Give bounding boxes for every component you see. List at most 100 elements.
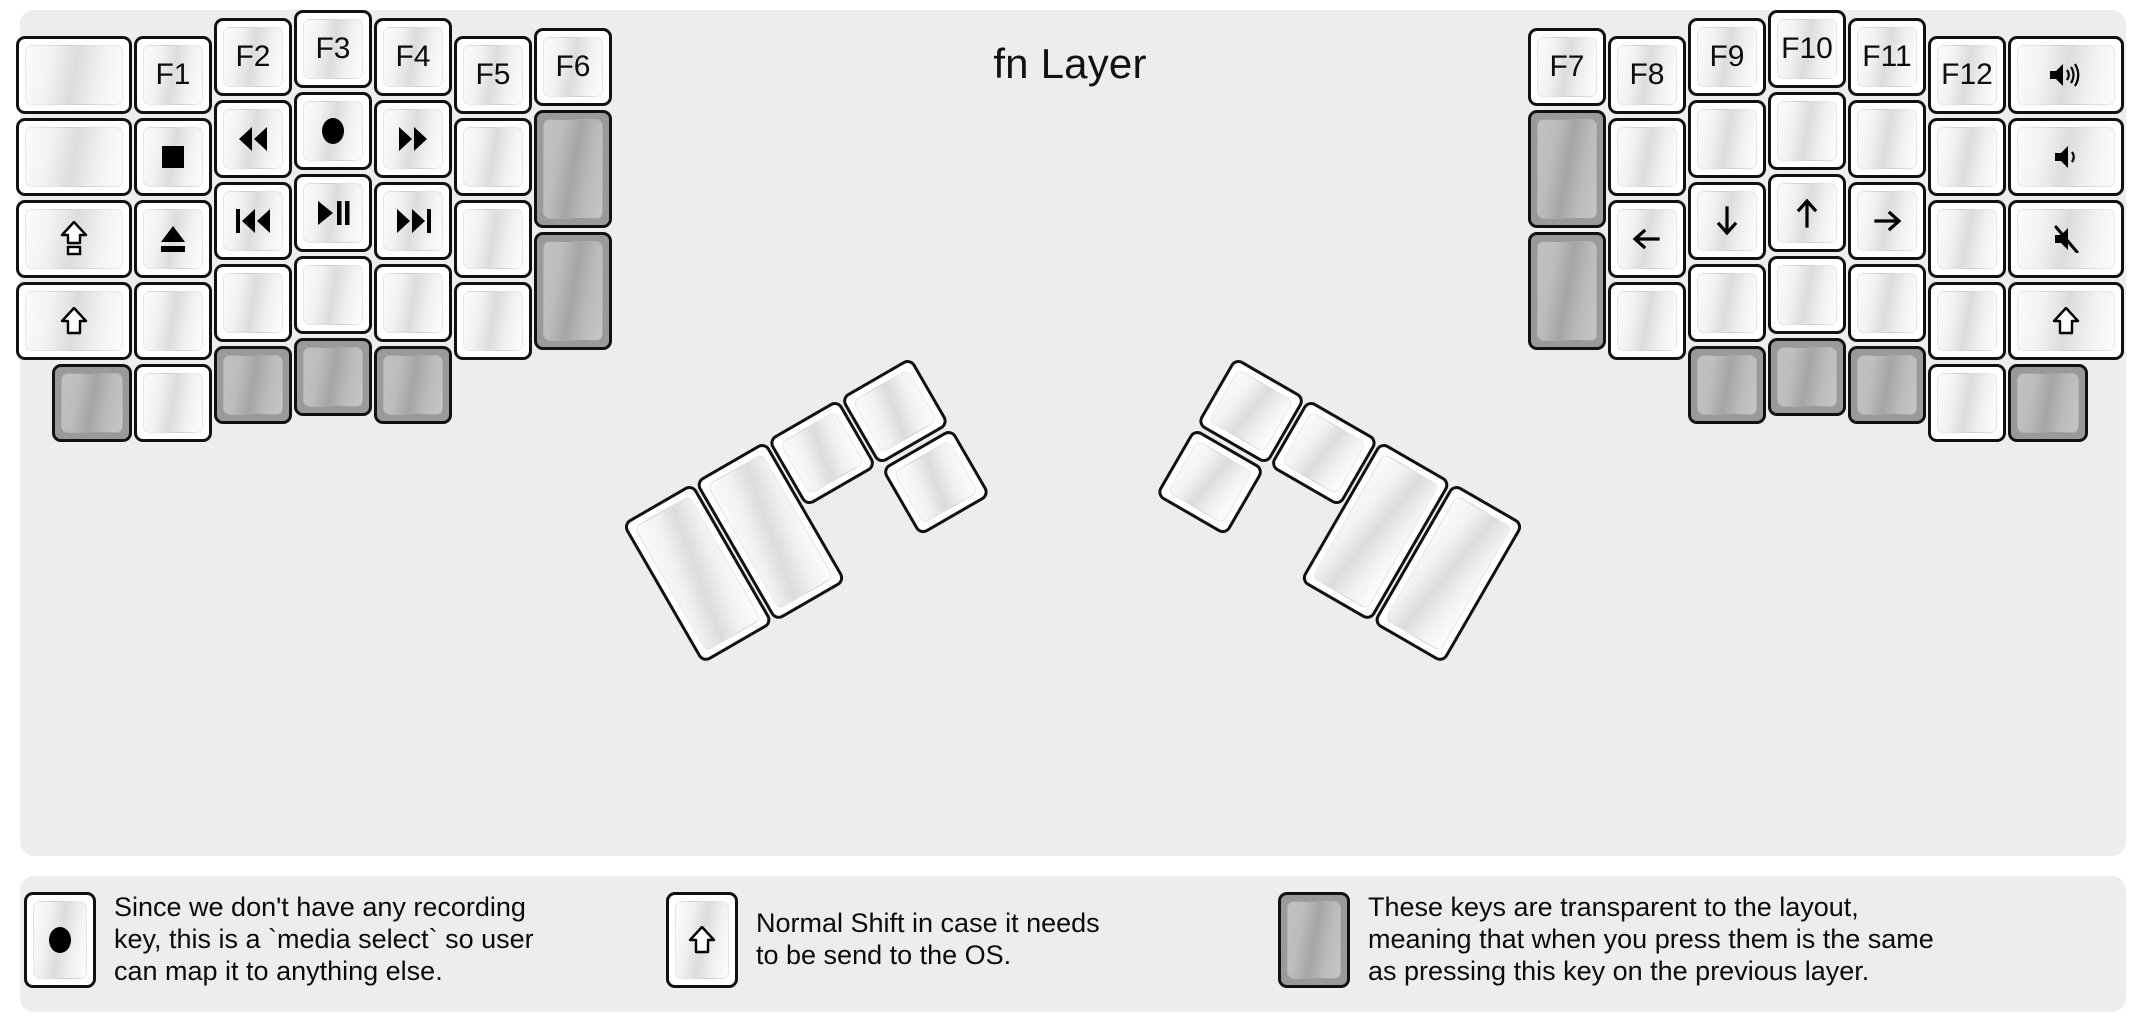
keycap-face xyxy=(1937,291,1997,351)
key-left-l-c1-r0[interactable]: F1 xyxy=(134,36,212,114)
keycap-face xyxy=(143,127,203,187)
legend-shift-text: Normal Shift in case it needs to be send… xyxy=(756,908,1100,970)
key-left-l-c5-r3[interactable] xyxy=(454,282,532,360)
key-label: F11 xyxy=(1862,40,1912,73)
rewind-icon xyxy=(236,126,270,152)
key-left-l-c0-r2[interactable] xyxy=(16,200,132,278)
key-right-r-c4-r3[interactable] xyxy=(1848,264,1926,342)
key-right-r-c4-r0[interactable]: F11 xyxy=(1848,18,1926,96)
keycap-face xyxy=(1937,373,1997,433)
key-right-r-c5-r2[interactable] xyxy=(1928,200,2006,278)
legend-panel xyxy=(20,876,2126,1012)
keycap-face xyxy=(1777,347,1837,407)
key-right-r-c4-r4[interactable] xyxy=(1848,346,1926,424)
keycap-face xyxy=(1857,191,1917,251)
key-left-l-c4-r4[interactable] xyxy=(374,346,452,424)
glyph xyxy=(236,126,270,152)
key-left-l-c0-r0[interactable] xyxy=(16,36,132,114)
legend-record-key-sample xyxy=(24,892,96,988)
keycap-face xyxy=(61,373,123,433)
key-right-r-c3-r2[interactable] xyxy=(1768,174,1846,252)
keycap-face xyxy=(2017,209,2115,269)
key-left-l-c4-r2[interactable] xyxy=(374,182,452,260)
key-right-r-c0-r2[interactable] xyxy=(1528,232,1606,350)
prev-track-icon xyxy=(235,208,272,234)
key-right-r-c0-r0[interactable]: F7 xyxy=(1528,28,1606,106)
key-left-l-c4-r3[interactable] xyxy=(374,264,452,342)
key-right-r-c4-r1[interactable] xyxy=(1848,100,1926,178)
key-left-l-c4-r0[interactable]: F4 xyxy=(374,18,452,96)
keycap-face: F11 xyxy=(1857,27,1917,87)
keycap-face xyxy=(1537,119,1597,219)
key-left-l-c5-r0[interactable]: F5 xyxy=(454,36,532,114)
key-left-l-c2-r2[interactable] xyxy=(214,182,292,260)
glyph xyxy=(235,208,272,234)
glyph xyxy=(2052,307,2080,335)
glyph xyxy=(316,200,351,226)
key-left-l-c0-r3[interactable] xyxy=(16,282,132,360)
key-right-r-c2-r3[interactable] xyxy=(1688,264,1766,342)
key-right-r-c6-r3[interactable] xyxy=(2008,282,2124,360)
key-left-l-c5-r2[interactable] xyxy=(454,200,532,278)
key-right-r-c6-r2[interactable] xyxy=(2008,200,2124,278)
key-left-l-c1-r2[interactable] xyxy=(134,200,212,278)
glyph xyxy=(159,224,187,254)
key-left-l-c3-r2[interactable] xyxy=(294,174,372,252)
key-right-r-c0-r1[interactable] xyxy=(1528,110,1606,228)
key-left-l-c2-r0[interactable]: F2 xyxy=(214,18,292,96)
key-right-r-c2-r0[interactable]: F9 xyxy=(1688,18,1766,96)
keycap-face xyxy=(303,265,363,325)
key-right-r-c6-r0[interactable] xyxy=(2008,36,2124,114)
key-left-l-c3-r4[interactable] xyxy=(294,338,372,416)
key-left-l-c3-r1[interactable] xyxy=(294,92,372,170)
glyph xyxy=(319,117,347,145)
shift-arrow-icon xyxy=(2052,307,2080,335)
key-right-r-c2-r1[interactable] xyxy=(1688,100,1766,178)
key-right-r-c5-r1[interactable] xyxy=(1928,118,2006,196)
key-right-r-c3-r4[interactable] xyxy=(1768,338,1846,416)
key-left-l-c0-r1[interactable] xyxy=(16,118,132,196)
glyph xyxy=(1872,208,1902,234)
key-left-l-c0-r4[interactable] xyxy=(52,364,132,442)
key-right-r-c1-r0[interactable]: F8 xyxy=(1608,36,1686,114)
key-left-l-c6-r2[interactable] xyxy=(534,232,612,350)
glyph xyxy=(1632,226,1662,252)
key-right-r-c3-r3[interactable] xyxy=(1768,256,1846,334)
key-left-l-c2-r3[interactable] xyxy=(214,264,292,342)
key-left-l-c3-r3[interactable] xyxy=(294,256,372,334)
key-right-r-c4-r2[interactable] xyxy=(1848,182,1926,260)
key-right-r-c3-r1[interactable] xyxy=(1768,92,1846,170)
key-left-l-c2-r4[interactable] xyxy=(214,346,292,424)
keycap-face: F10 xyxy=(1777,19,1837,79)
key-right-r-c5-r3[interactable] xyxy=(1928,282,2006,360)
key-right-r-c6-r4[interactable] xyxy=(2008,364,2088,442)
key-left-l-c5-r1[interactable] xyxy=(454,118,532,196)
key-right-r-c1-r3[interactable] xyxy=(1608,282,1686,360)
key-right-r-c6-r1[interactable] xyxy=(2008,118,2124,196)
page-title: fn Layer xyxy=(993,40,1147,87)
key-right-r-c1-r1[interactable] xyxy=(1608,118,1686,196)
keycap-face xyxy=(1857,355,1917,415)
key-left-l-c2-r1[interactable] xyxy=(214,100,292,178)
key-right-r-c3-r0[interactable]: F10 xyxy=(1768,10,1846,88)
key-left-l-c4-r1[interactable] xyxy=(374,100,452,178)
key-left-l-c3-r0[interactable]: F3 xyxy=(294,10,372,88)
key-left-l-c6-r0[interactable]: F6 xyxy=(534,28,612,106)
key-left-l-c1-r4[interactable] xyxy=(134,364,212,442)
key-left-l-c1-r3[interactable] xyxy=(134,282,212,360)
keycap-face: F1 xyxy=(143,45,203,105)
key-right-r-c5-r0[interactable]: F12 xyxy=(1928,36,2006,114)
key-left-l-c1-r1[interactable] xyxy=(134,118,212,196)
key-right-r-c5-r4[interactable] xyxy=(1928,364,2006,442)
keycap-face xyxy=(1697,355,1757,415)
key-right-r-c2-r2[interactable] xyxy=(1688,182,1766,260)
key-right-r-c2-r4[interactable] xyxy=(1688,346,1766,424)
key-left-l-c6-r1[interactable] xyxy=(534,110,612,228)
glyph xyxy=(396,126,430,152)
legend-transparent: These keys are transparent to the layout… xyxy=(1278,892,1934,988)
key-label: F5 xyxy=(475,58,511,91)
keycap-face xyxy=(1697,109,1757,169)
key-right-r-c1-r2[interactable] xyxy=(1608,200,1686,278)
key-label: F4 xyxy=(395,40,431,73)
keycap-face xyxy=(25,45,123,105)
